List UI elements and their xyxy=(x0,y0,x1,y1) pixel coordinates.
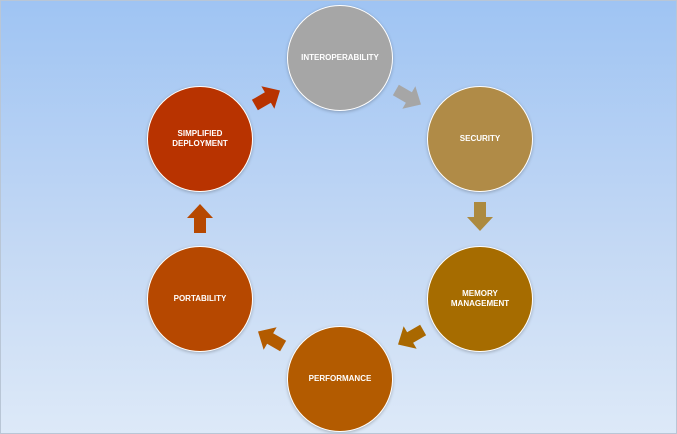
node-memory-management-label: MEMORY MANAGEMENT xyxy=(450,289,510,308)
arrow-security-to-memory-management xyxy=(467,202,493,231)
node-security: SECURITY xyxy=(427,86,533,192)
node-security-label: SECURITY xyxy=(459,134,501,144)
node-simplified-deployment-label: SIMPLIFIED DEPLOYMENT xyxy=(172,129,228,148)
node-performance: PERFORMANCE xyxy=(287,326,393,432)
node-memory-management: MEMORY MANAGEMENT xyxy=(427,246,533,352)
node-performance-label: PERFORMANCE xyxy=(308,374,372,384)
node-portability: PORTABILITY xyxy=(147,246,253,352)
node-portability-label: PORTABILITY xyxy=(173,294,227,304)
arrow-interoperability-to-security xyxy=(392,84,421,109)
node-simplified-deployment: SIMPLIFIED DEPLOYMENT xyxy=(147,86,253,192)
node-interoperability-label: INTEROPERABILITY xyxy=(301,53,379,63)
arrow-simplified-deployment-to-interoperability xyxy=(251,86,280,111)
arrow-performance-to-portability xyxy=(258,327,287,352)
node-interoperability: INTEROPERABILITY xyxy=(287,5,393,111)
arrow-memory-management-to-performance xyxy=(398,324,427,349)
arrow-portability-to-simplified-deployment xyxy=(187,204,213,233)
